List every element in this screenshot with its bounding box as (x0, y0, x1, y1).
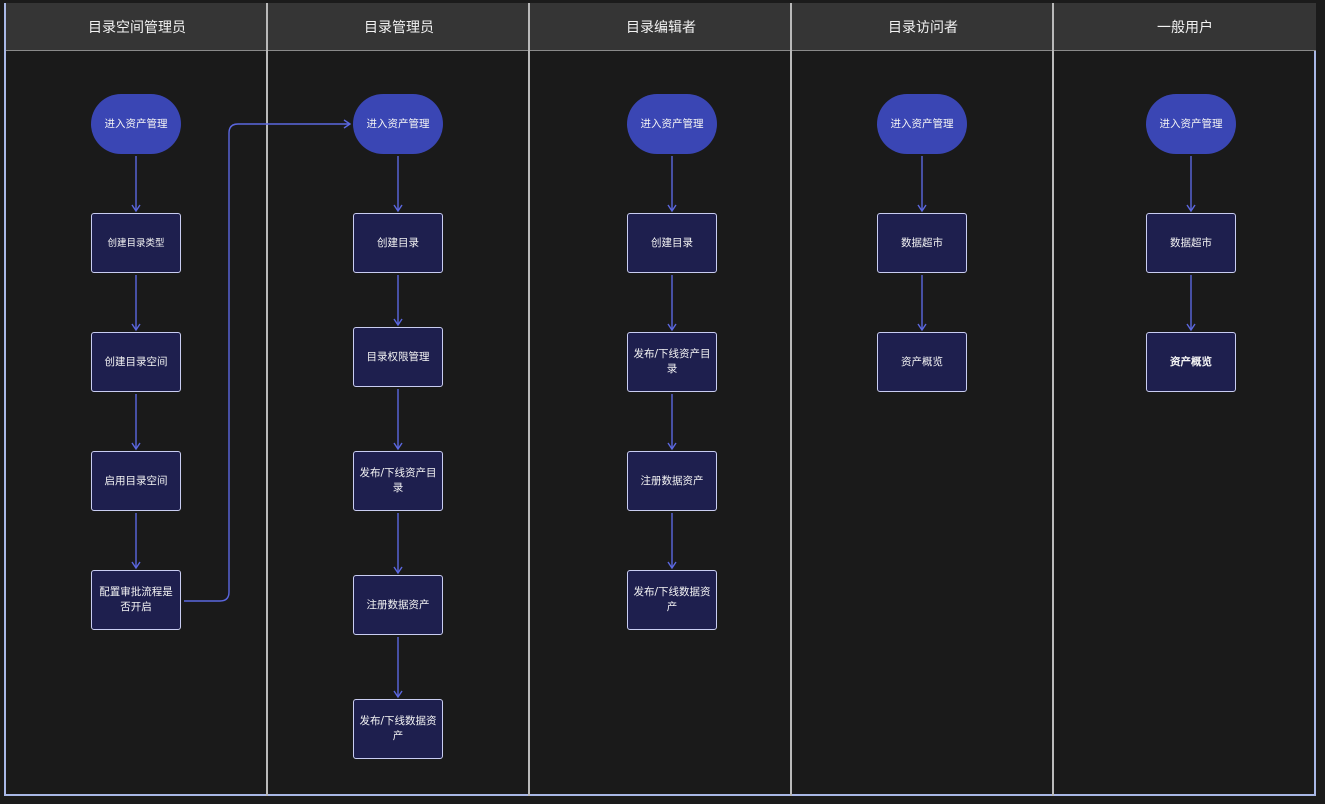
process-node[interactable]: 创建目录类型 (91, 213, 181, 273)
process-node[interactable]: 目录权限管理 (353, 327, 443, 387)
process-node[interactable]: 创建目录 (353, 213, 443, 273)
lane-divider (790, 3, 792, 796)
process-node[interactable]: 启用目录空间 (91, 451, 181, 511)
process-node[interactable]: 资产概览 (877, 332, 967, 392)
process-node[interactable]: 发布/下线数据资产 (353, 699, 443, 759)
start-node[interactable]: 进入资产管理 (353, 94, 443, 154)
start-node[interactable]: 进入资产管理 (627, 94, 717, 154)
lane-general-user: 一般用户 (1054, 3, 1316, 798)
lane-divider (266, 3, 268, 796)
lane-catalog-space-admin: 目录空间管理员 (6, 3, 268, 798)
process-node[interactable]: 数据超市 (877, 213, 967, 273)
process-node[interactable]: 发布/下线资产目录 (627, 332, 717, 392)
process-node[interactable]: 数据超市 (1146, 213, 1236, 273)
lane-catalog-visitor: 目录访问者 (792, 3, 1054, 798)
lane-header: 目录编辑者 (530, 3, 792, 51)
start-node[interactable]: 进入资产管理 (91, 94, 181, 154)
lane-divider (528, 3, 530, 796)
lane-header: 目录空间管理员 (6, 3, 268, 51)
lane-header: 目录管理员 (268, 3, 530, 51)
lane-catalog-editor: 目录编辑者 (530, 3, 792, 798)
process-node[interactable]: 配置审批流程是否开启 (91, 570, 181, 630)
lane-divider (1052, 3, 1054, 796)
process-node[interactable]: 资产概览 (1146, 332, 1236, 392)
process-node[interactable]: 创建目录空间 (91, 332, 181, 392)
start-node[interactable]: 进入资产管理 (877, 94, 967, 154)
lane-header: 一般用户 (1054, 3, 1316, 51)
process-node[interactable]: 注册数据资产 (353, 575, 443, 635)
process-node[interactable]: 注册数据资产 (627, 451, 717, 511)
lane-catalog-admin: 目录管理员 (268, 3, 530, 798)
lane-header: 目录访问者 (792, 3, 1054, 51)
process-node[interactable]: 创建目录 (627, 213, 717, 273)
process-node[interactable]: 发布/下线数据资产 (627, 570, 717, 630)
start-node[interactable]: 进入资产管理 (1146, 94, 1236, 154)
process-node[interactable]: 发布/下线资产目录 (353, 451, 443, 511)
edge-cross-lane (184, 119, 352, 602)
